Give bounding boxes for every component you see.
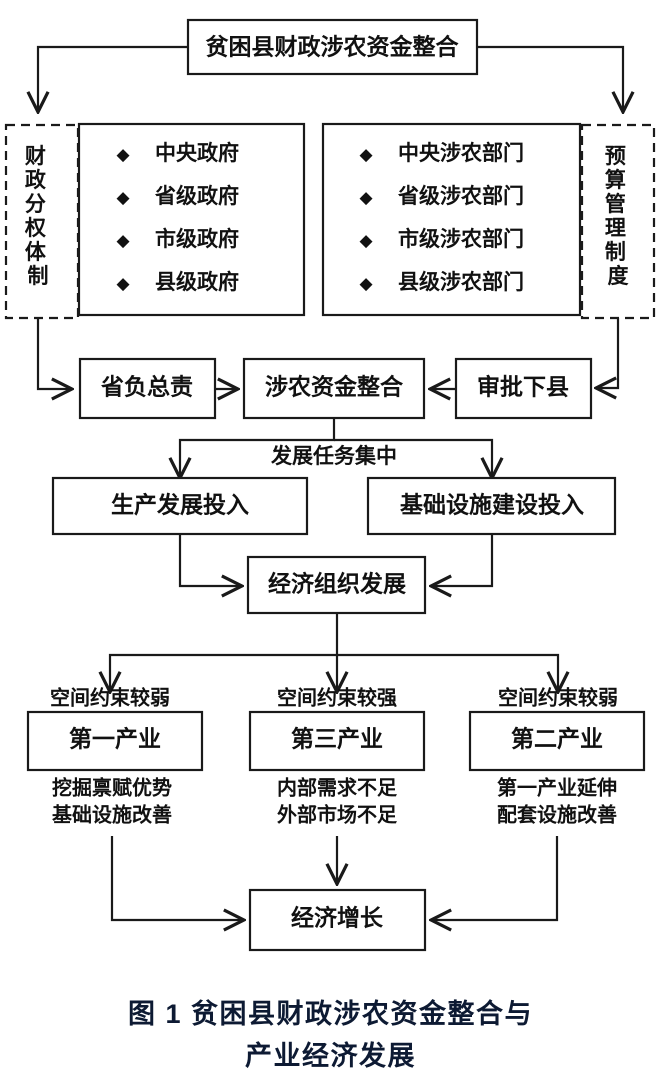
branch-0-constraint: 空间约束较弱: [50, 686, 170, 710]
node-economic-growth: 经济增长: [248, 888, 427, 952]
connector-task-split: [180, 418, 492, 478]
branch-secondary-industry: 空间约束较弱 第二产业 第一产业延伸 配套设施改善: [468, 686, 646, 827]
dept-list-item-1: 省级涉农部门: [397, 184, 524, 208]
dept-list-item-0: 中央涉农部门: [398, 141, 524, 165]
figure-caption-line1: 图 1 贫困县财政涉农资金整合与: [127, 999, 534, 1029]
node-production-input: 生产发展投入: [51, 476, 309, 536]
branch-2-industry: 第二产业: [511, 725, 603, 751]
bullet-diamond-icon: ◆: [116, 231, 130, 250]
bullet-diamond-icon: ◆: [359, 188, 373, 207]
node-government-levels: ◆ 中央政府 ◆ 省级政府 ◆ 市级政府 ◆ 县级政府: [77, 122, 306, 317]
branch-2-note-line2: 配套设施改善: [497, 803, 617, 827]
connector-top-branch: [38, 45, 623, 112]
node-province-responsibility: 省负总责: [78, 357, 217, 420]
node-approval-label: 审批下县: [477, 373, 569, 399]
node-top-label: 贫困县财政涉农资金整合: [206, 33, 460, 59]
node-economic-organization-label: 经济组织发展: [268, 570, 406, 596]
node-economic-organization: 经济组织发展: [246, 555, 427, 615]
branch-1-note-line2: 外部市场不足: [277, 803, 398, 827]
bullet-diamond-icon: ◆: [116, 145, 130, 164]
branch-tertiary-industry: 空间约束较强 第三产业 内部需求不足 外部市场不足: [248, 686, 426, 827]
connector-three-way-split: [110, 613, 558, 692]
label-task-focus: 发展任务集中: [270, 444, 397, 468]
node-economic-growth-label: 经济增长: [291, 904, 384, 930]
connector-branches-to-growth: [110, 836, 559, 920]
frame-right-label: 预 算 管 理 制 度: [605, 144, 631, 288]
branch-0-industry: 第一产业: [69, 725, 161, 751]
branch-2-constraint: 空间约束较弱: [498, 686, 618, 710]
bullet-diamond-icon: ◆: [359, 231, 373, 250]
branch-0-note-line2: 基础设施改善: [52, 803, 172, 827]
node-fund-integration-label: 涉农资金整合: [265, 373, 404, 399]
dept-list-item-3: 县级涉农部门: [398, 270, 524, 294]
connector-frames-to-row: [36, 318, 620, 389]
gov-list-item-1: 省级政府: [154, 184, 239, 208]
bullet-diamond-icon: ◆: [116, 188, 130, 207]
connector-inputs-to-org: [178, 534, 494, 586]
frame-left-label: 财 政 分 权 体 制: [24, 144, 51, 288]
figure-caption-line2: 产业经济发展: [245, 1041, 416, 1071]
branch-2-note-line1: 第一产业延伸: [497, 776, 617, 800]
gov-list-item-2: 市级政府: [155, 227, 239, 251]
node-infrastructure-input-label: 基础设施建设投入: [400, 491, 584, 517]
node-approval-to-county: 审批下县: [454, 357, 593, 420]
branch-0-note-line1: 挖掘禀赋优势: [52, 776, 172, 800]
node-fund-integration: 涉农资金整合: [242, 357, 426, 420]
branch-1-note-line1: 内部需求不足: [277, 776, 398, 800]
branch-primary-industry: 空间约束较弱 第一产业 挖掘禀赋优势 基础设施改善: [26, 686, 204, 827]
bullet-diamond-icon: ◆: [359, 274, 373, 293]
node-infrastructure-input: 基础设施建设投入: [366, 476, 617, 536]
frame-budget-management: 预 算 管 理 制 度: [580, 123, 656, 320]
node-top-funding-integration: 贫困县财政涉农资金整合: [186, 18, 479, 76]
bullet-diamond-icon: ◆: [116, 274, 130, 293]
branch-1-constraint: 空间约束较强: [277, 686, 397, 710]
bullet-diamond-icon: ◆: [359, 145, 373, 164]
node-province-responsibility-label: 省负总责: [100, 373, 193, 399]
frame-fiscal-decentralization: 财 政 分 权 体 制: [4, 123, 80, 320]
gov-list-item-0: 中央政府: [155, 141, 239, 165]
node-production-input-label: 生产发展投入: [111, 491, 249, 517]
node-agri-departments: ◆ 中央涉农部门 ◆ 省级涉农部门 ◆ 市级涉农部门 ◆ 县级涉农部门: [321, 122, 582, 317]
branch-1-industry: 第三产业: [291, 725, 383, 751]
dept-list-item-2: 市级涉农部门: [398, 227, 524, 251]
gov-list-item-3: 县级政府: [155, 270, 239, 294]
